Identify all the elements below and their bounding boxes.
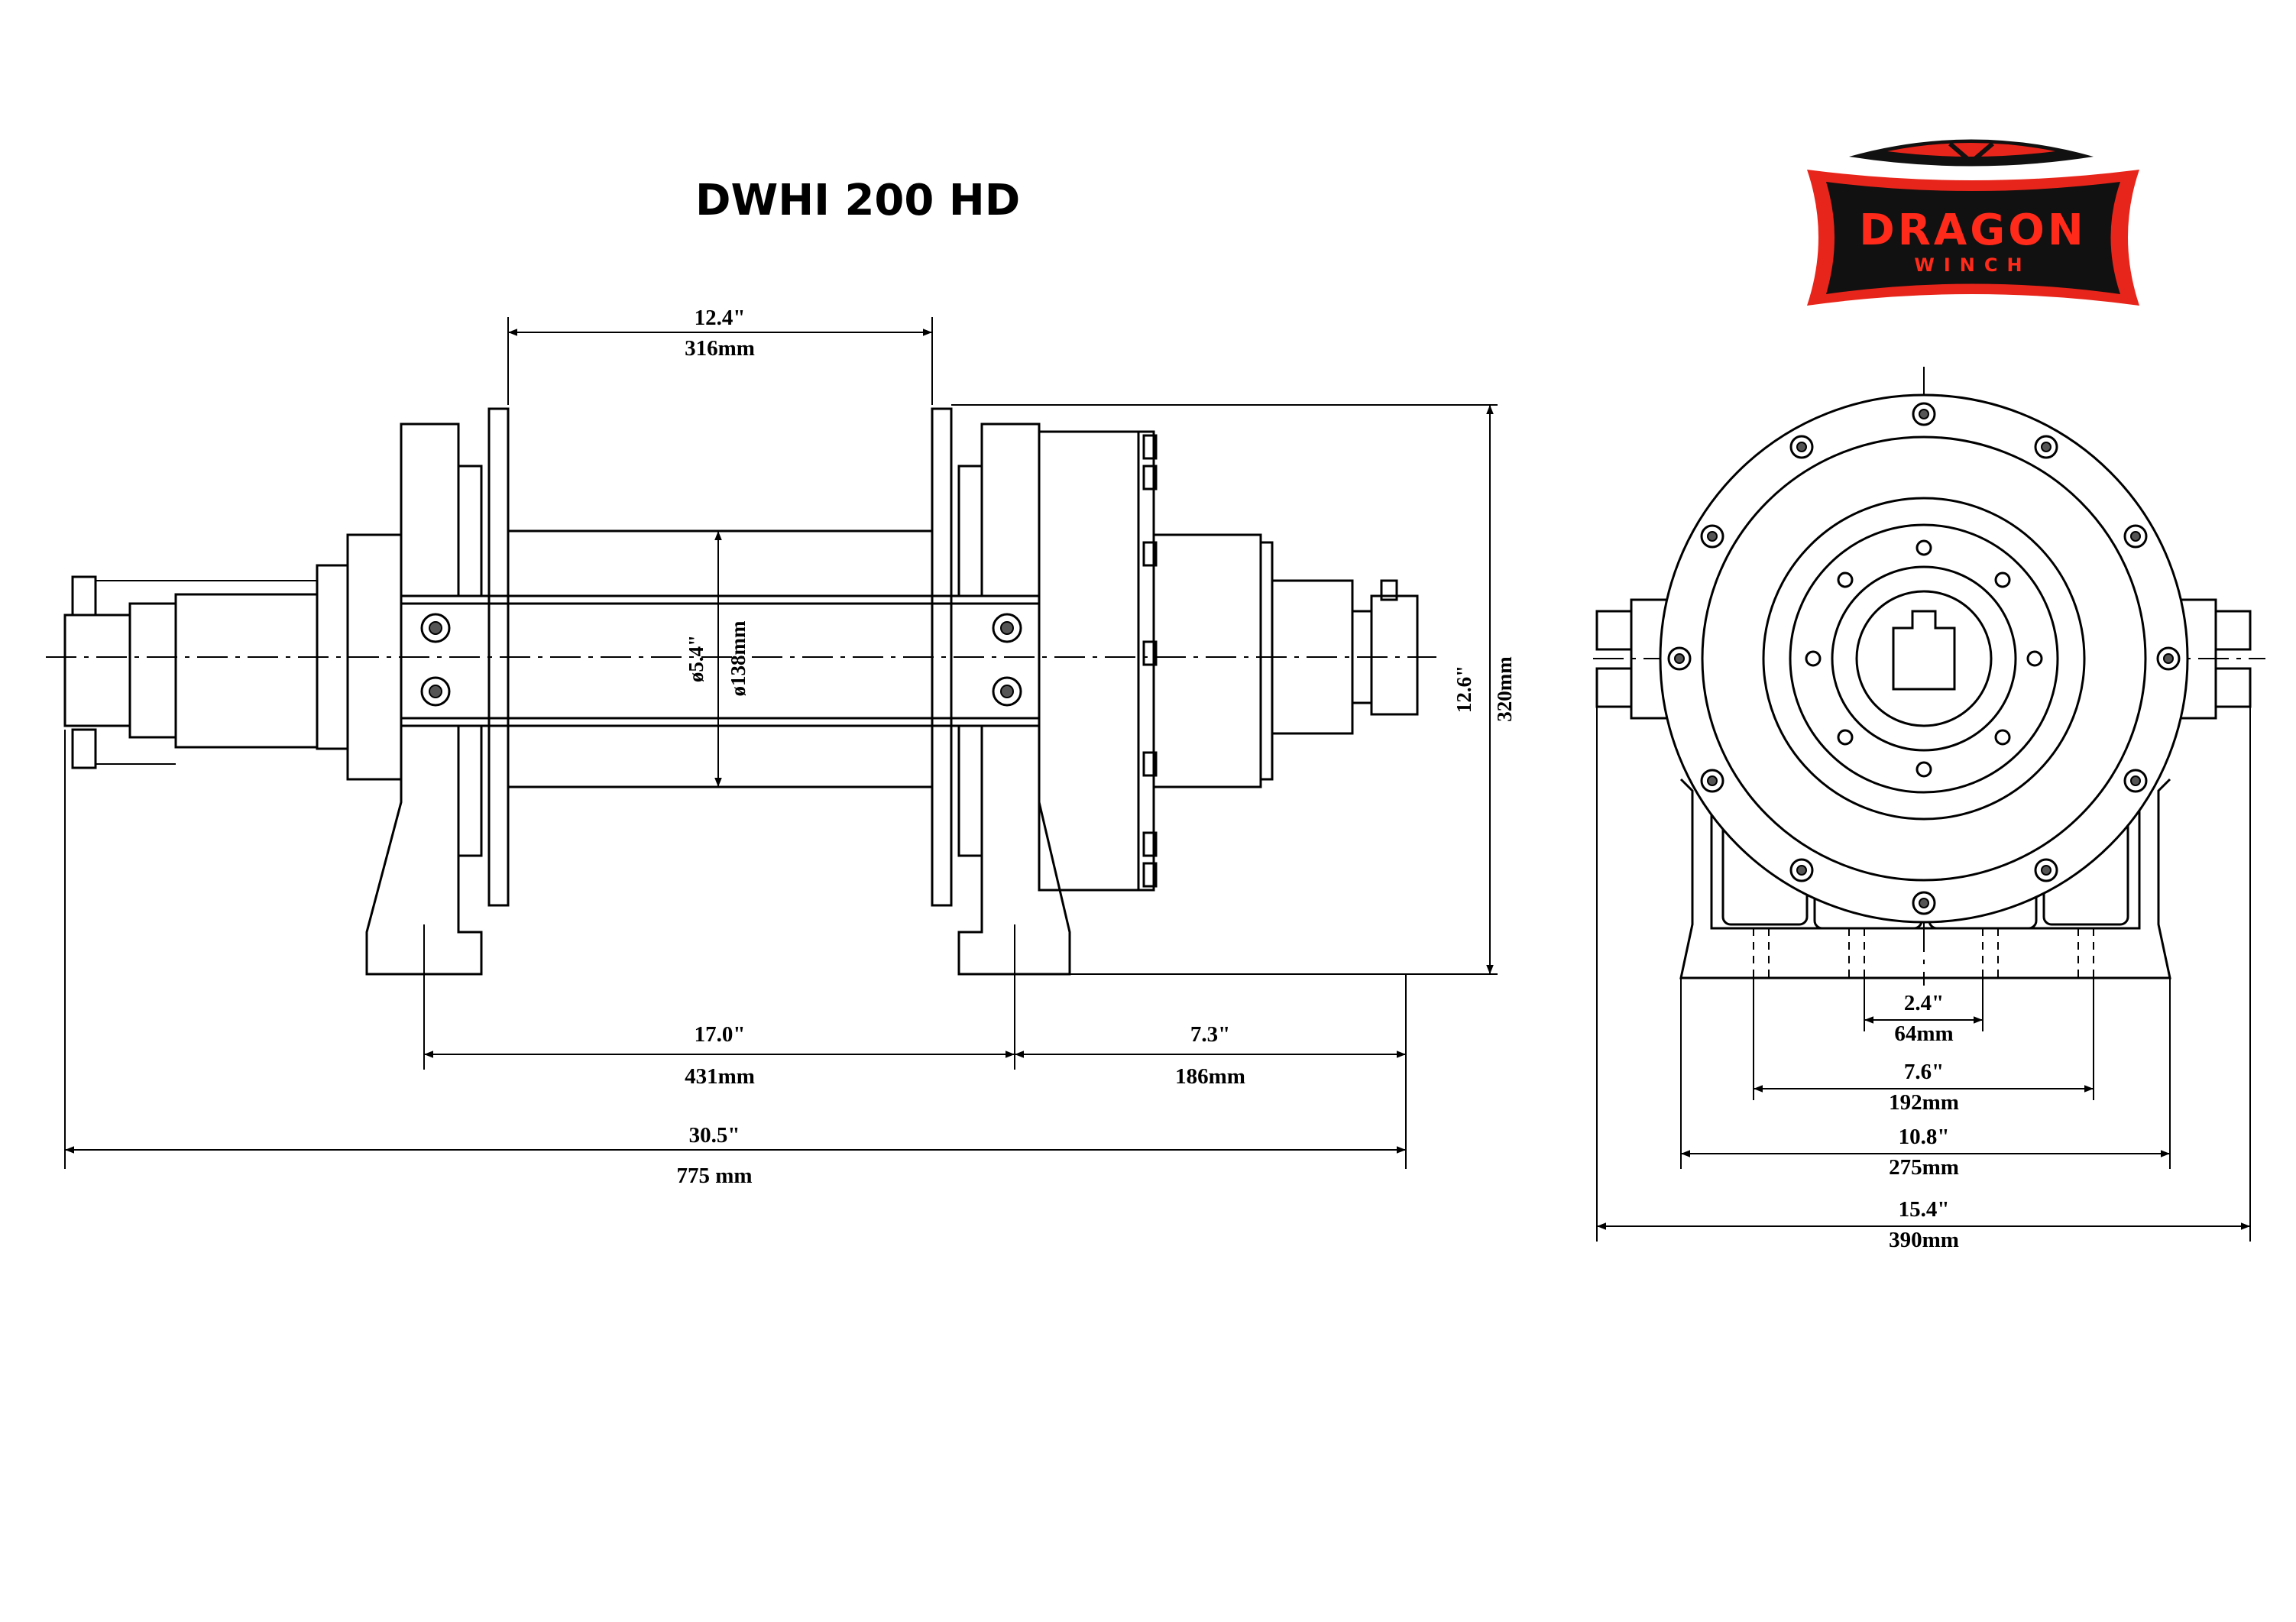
end-view: 2.4" 64mm 7.6" 192mm 10.8" 275mm 15.4" 3… (1593, 367, 2265, 1252)
dim-inner-bolt-spacing-inch: 2.4" (1904, 991, 1944, 1015)
dim-mount-spacing-inch: 17.0" (695, 1022, 746, 1047)
dim-outer-bolt-spacing-mm: 192mm (1889, 1090, 1959, 1115)
dim-mount-spacing-mm: 431mm (685, 1064, 755, 1089)
dim-rear-offset-mm: 186mm (1175, 1064, 1245, 1089)
dragon-winch-logo: DRAGON WINCH (1807, 139, 2139, 306)
dim-overall-width-mm: 390mm (1889, 1228, 1959, 1252)
dim-base-width-mm: 275mm (1889, 1155, 1959, 1180)
dim-rear-offset-inch: 7.3" (1190, 1022, 1230, 1047)
dim-drum-diameter-inch: ø5.4" (685, 635, 708, 682)
dim-height-mm: 320mm (1493, 656, 1516, 722)
end-view-inner-bolts (1805, 539, 2043, 778)
dim-inner-bolt-spacing-mm: 64mm (1894, 1021, 1953, 1046)
dim-height-inch: 12.6" (1452, 665, 1475, 713)
drawing-title: DWHI 200 HD (695, 176, 1020, 225)
dim-drum-width-mm: 316mm (685, 336, 755, 361)
logo-brand-text: DRAGON (1859, 206, 2086, 255)
dim-outer-bolt-spacing-inch: 7.6" (1904, 1060, 1944, 1084)
dim-overall-length-inch: 30.5" (689, 1123, 740, 1148)
side-view: 12.4" 316mm ø5.4" ø138mm 12.6" 320mm 17.… (46, 306, 1516, 1188)
dim-drum-diameter-mm: ø138mm (727, 620, 750, 696)
dim-overall-length-mm: 775 mm (676, 1164, 752, 1188)
dim-base-width-inch: 10.8" (1899, 1125, 1950, 1149)
end-view-outer-bolts (1667, 402, 2181, 915)
dim-overall-width-inch: 15.4" (1899, 1197, 1950, 1222)
logo-sub-text: WINCH (1914, 254, 2031, 276)
dim-drum-width-inch: 12.4" (695, 306, 746, 330)
